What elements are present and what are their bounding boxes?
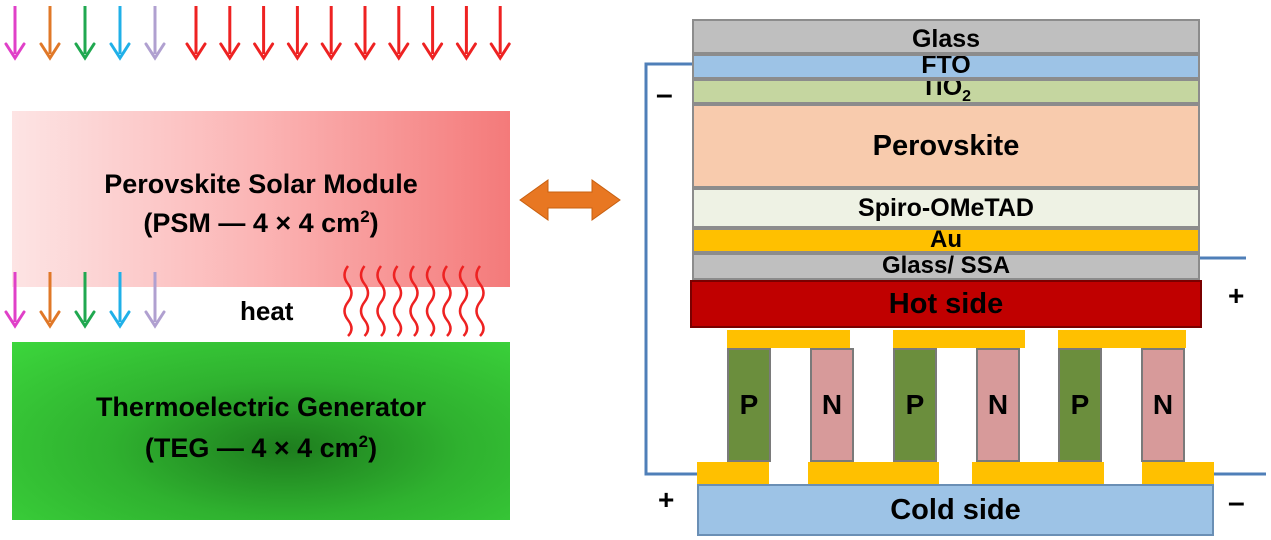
transmitted-light-arrow-icon xyxy=(39,272,61,329)
au-label: Au xyxy=(930,228,962,253)
top-pad-1 xyxy=(727,330,850,348)
psm-area-text: (PSM — 4 × 4 cm xyxy=(143,208,361,238)
heat-wave-icon xyxy=(392,265,403,337)
red-light-arrow-icon xyxy=(354,6,376,61)
top-pad-2 xyxy=(893,330,1025,348)
heat-wave-icon xyxy=(425,265,436,337)
negative-terminal-top-left: – xyxy=(656,78,673,111)
au-layer: Au xyxy=(692,228,1200,253)
light-arrow-icon xyxy=(74,6,96,61)
heat-wave-icon xyxy=(359,265,370,337)
heat-wave-icon xyxy=(458,265,469,337)
teg-area-text: (TEG — 4 × 4 cm xyxy=(144,433,359,463)
red-light-arrow-icon xyxy=(455,6,477,61)
perovskite-label: Perovskite xyxy=(872,129,1020,162)
heat-wave-icon xyxy=(343,265,353,337)
transmitted-light-arrow-icon xyxy=(144,272,166,329)
positive-terminal-right: + xyxy=(1228,280,1245,311)
psm-area-close: ) xyxy=(369,208,379,238)
negative-terminal-bottom-right: – xyxy=(1228,486,1245,519)
red-light-arrow-icon xyxy=(320,6,342,61)
cold-side-layer: Cold side xyxy=(697,484,1214,536)
heat-wave-lines xyxy=(343,265,485,337)
top-pad-3 xyxy=(1058,330,1186,348)
bottom-pad-4 xyxy=(1142,462,1214,484)
bottom-pad-3 xyxy=(972,462,1104,484)
transmitted-light-arrows xyxy=(4,272,166,329)
red-light-arrow-icon xyxy=(253,6,275,61)
positive-terminal-bottom-left: + xyxy=(658,484,675,515)
light-arrow-icon xyxy=(4,6,26,61)
glass-ssa-label: Glass/ SSA xyxy=(881,253,1011,279)
light-arrow-icon xyxy=(144,6,166,61)
red-light-arrow-icon xyxy=(422,6,444,61)
tio2-subscript: 2 xyxy=(962,88,972,104)
heat-wave-icon xyxy=(475,265,485,337)
tio2-base: TiO xyxy=(920,79,963,101)
n-type-leg: N xyxy=(976,348,1020,462)
glass-layer: Glass xyxy=(692,19,1200,54)
spiro-label: Spiro-OMeTAD xyxy=(858,193,1034,222)
heat-wave-icon xyxy=(442,265,452,337)
perovskite-layer: Perovskite xyxy=(692,104,1200,188)
cold-side-label: Cold side xyxy=(890,493,1021,526)
tio2-label: TiO2 xyxy=(920,79,972,104)
hot-side-label: Hot side xyxy=(888,287,1004,320)
teg-label-line1: Thermoelectric Generator xyxy=(95,392,427,422)
tio2-layer: TiO2 xyxy=(692,79,1200,104)
transmitted-light-arrow-icon xyxy=(74,272,96,329)
incident-light-arrows xyxy=(4,6,511,61)
red-light-arrow-icon xyxy=(219,6,241,61)
psm-area-sup: 2 xyxy=(360,207,370,226)
teg-box: Thermoelectric Generator (TEG — 4 × 4 cm… xyxy=(12,342,510,520)
hot-side-layer: Hot side xyxy=(690,280,1202,328)
psm-box: Perovskite Solar Module (PSM — 4 × 4 cm2… xyxy=(12,111,510,287)
n-type-leg: N xyxy=(810,348,854,462)
fto-label: FTO xyxy=(921,54,971,79)
bottom-pad-2 xyxy=(808,462,939,484)
heat-wave-icon xyxy=(409,265,419,337)
glass-label: Glass xyxy=(911,25,981,53)
bottom-pad-1 xyxy=(697,462,769,484)
p-type-leg: P xyxy=(1058,348,1102,462)
light-arrow-icon xyxy=(39,6,61,61)
red-light-arrow-icon xyxy=(286,6,308,61)
teg-area-sup: 2 xyxy=(358,432,369,451)
left-wire xyxy=(644,62,698,476)
heat-label: heat xyxy=(240,296,294,326)
red-light-arrow-icon xyxy=(185,6,207,61)
heat-wave-icon xyxy=(376,265,386,337)
red-light-arrow-icon xyxy=(489,6,511,61)
glass-ssa-layer: Glass/ SSA xyxy=(692,253,1200,280)
light-arrow-icon xyxy=(109,6,131,61)
double-headed-arrow xyxy=(519,179,621,221)
red-light-arrow-icon xyxy=(388,6,410,61)
teg-area-close: ) xyxy=(368,433,378,463)
n-type-leg: N xyxy=(1141,348,1185,462)
fto-layer: FTO xyxy=(692,54,1200,79)
psm-label-line1: Perovskite Solar Module xyxy=(104,169,418,199)
teg-label-line2: (TEG — 4 × 4 cm2) xyxy=(12,432,510,464)
transmitted-light-arrow-icon xyxy=(109,272,131,329)
p-type-leg: P xyxy=(893,348,937,462)
p-type-leg: P xyxy=(727,348,771,462)
psm-label-line2: (PSM — 4 × 4 cm2) xyxy=(12,207,510,239)
spiro-layer: Spiro-OMeTAD xyxy=(692,188,1200,228)
transmitted-light-arrow-icon xyxy=(4,272,26,329)
